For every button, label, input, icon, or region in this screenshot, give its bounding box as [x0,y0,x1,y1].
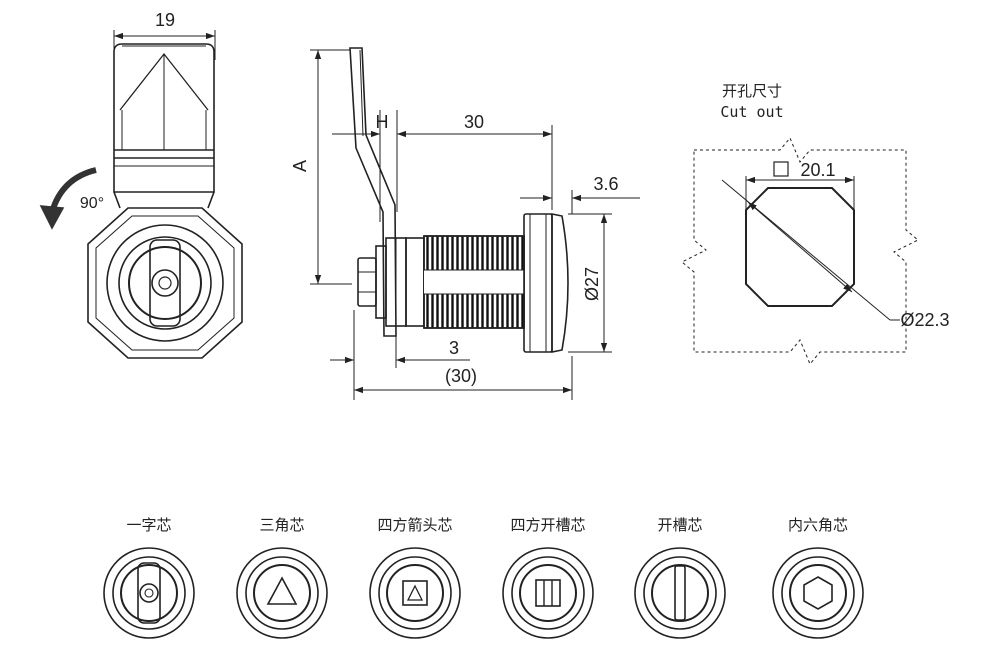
front-width-dim: 19 [155,10,175,30]
square-slot-core-icon [502,547,594,639]
cutout-title-cn: 开孔尺寸 [722,82,782,100]
dim-length: 30 [464,112,484,132]
core-label-6: 内六角芯 [788,516,848,534]
cutout-title-en: Cut out [720,103,783,121]
dim-overall: (30) [445,366,477,386]
single-line-core-icon [103,547,195,639]
slot-core-icon [634,547,726,639]
dim-thread: 3 [449,338,459,358]
core-label-3: 四方箭头芯 [377,516,452,534]
dim-a: A [290,160,310,172]
cutout-view: 开孔尺寸 Cut out 20.1 Ø22.3 [681,82,950,365]
dim-diameter: Ø27 [582,267,602,301]
rotation-angle: 90° [80,195,104,212]
cutout-diameter-dim: Ø22.3 [900,310,949,330]
dim-flange: 3.6 [593,174,618,194]
core-label-4: 四方开槽芯 [510,516,585,534]
square-arrow-core-icon [369,547,461,639]
cutout-flat-dim: 20.1 [800,160,835,180]
dim-h: H [376,112,389,132]
core-label-2: 三角芯 [259,516,304,534]
core-label-5: 开槽芯 [657,516,702,534]
hex-socket-core-icon [772,547,864,639]
core-types: 一字芯 三角芯 四方箭头芯 四方开槽芯 开槽芯 内六角芯 [103,516,864,639]
triangle-core-icon [236,547,328,639]
front-view: 19 90° [39,10,243,359]
side-view: A H 30 3.6 [290,47,640,400]
core-label-1: 一字芯 [126,516,171,534]
